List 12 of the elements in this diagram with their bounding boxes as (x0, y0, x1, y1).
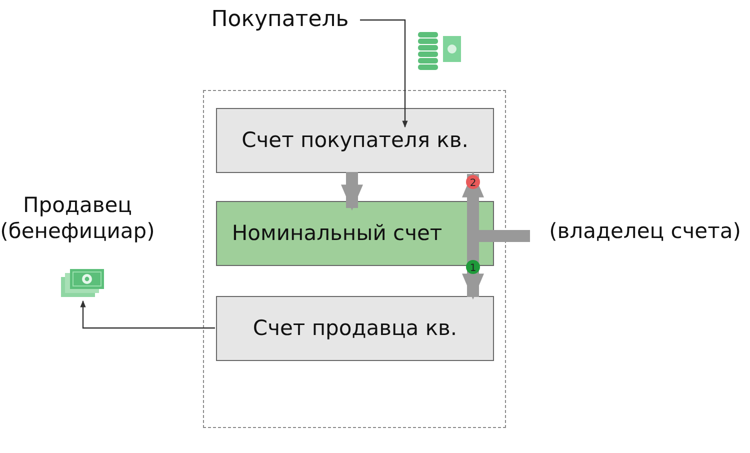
account-name: Номинальный счет (232, 220, 442, 247)
actor-label: (владелец счета) (540, 218, 750, 254)
account-box (216, 108, 494, 173)
actor-label: Покупатель (205, 6, 355, 42)
account-name: Счет покупателя кв. (242, 127, 468, 154)
dashed-frame (203, 90, 506, 428)
step-badge: 1 (466, 260, 480, 274)
account-box (216, 296, 494, 361)
picture (60, 268, 106, 298)
account-name: Счет продавца кв. (252, 315, 458, 342)
actor-label: Продавец (бенефициар) (0, 192, 155, 258)
step-badge: 2 (466, 175, 480, 189)
